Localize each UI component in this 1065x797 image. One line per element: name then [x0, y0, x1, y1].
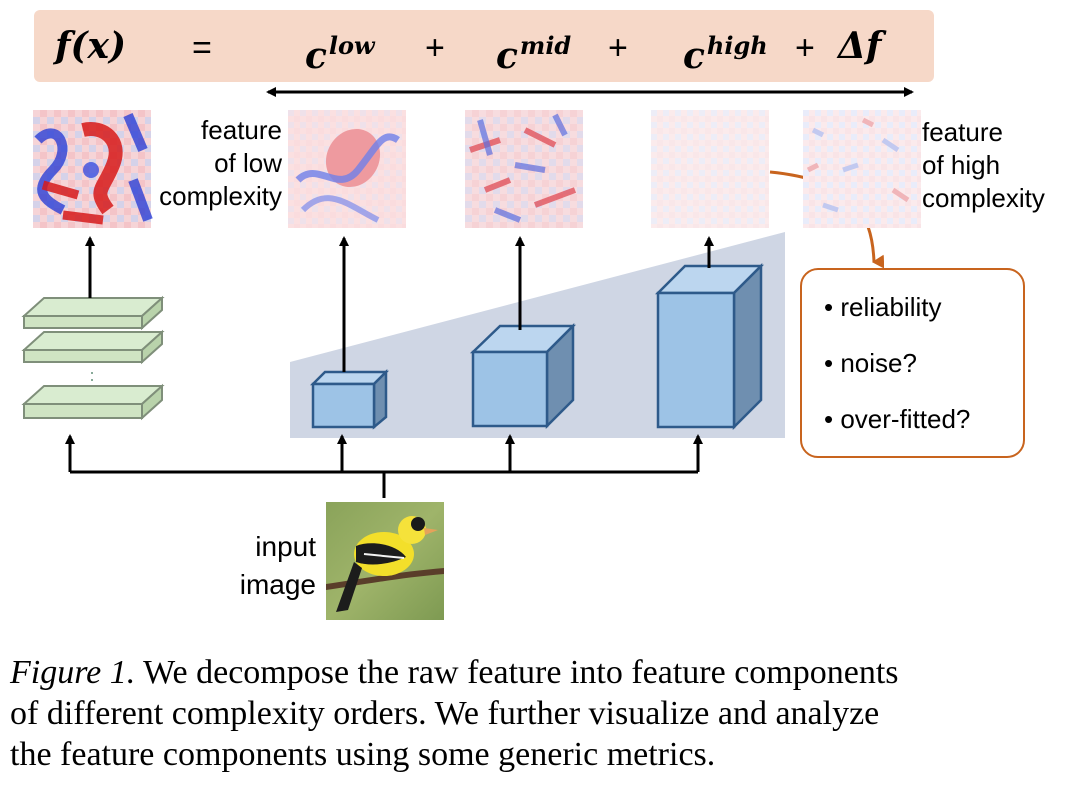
label-feature-high: feature of high complexity: [922, 117, 1045, 213]
equation-equals: =: [192, 29, 212, 67]
output-arrows: [85, 236, 714, 372]
equation-c-high: chigh: [683, 31, 768, 77]
feature-map-low: [288, 110, 406, 228]
feature-map-high: [651, 110, 769, 228]
equation-plus-3: +: [795, 29, 815, 67]
callout-item-noise: • noise?: [824, 348, 917, 378]
input-image: [326, 502, 444, 620]
figure-caption: Figure 1. We decompose the raw feature i…: [10, 654, 899, 773]
equation-plus-2: +: [608, 29, 628, 67]
figure-label: Figure 1.: [10, 654, 136, 691]
equation-c-low: clow: [305, 31, 375, 77]
label-feature-low: feature of low complexity: [159, 115, 282, 211]
feature-map-raw: [33, 110, 153, 228]
layer-stack: [21, 295, 165, 421]
equation-banner: [34, 10, 934, 82]
callout-item-reliability: • reliability: [824, 292, 942, 322]
equation-c-mid: cmid: [496, 31, 572, 77]
feature-map-delta: [803, 110, 921, 228]
architecture-diagram: [21, 87, 921, 620]
feature-map-mid: [465, 110, 583, 228]
equation-plus-1: +: [425, 29, 445, 67]
input-bus: [65, 434, 703, 498]
equation-fx: f(x): [55, 25, 127, 67]
cube-small: [309, 368, 390, 430]
label-input-image: input image: [239, 531, 316, 600]
cube-large: [654, 262, 765, 431]
equation-delta-f: Δf: [838, 25, 882, 67]
cube-mid: [469, 322, 577, 430]
analysis-callout: • reliability • noise? • over-fitted?: [800, 268, 1025, 458]
callout-item-overfitted: • over-fitted?: [824, 404, 971, 434]
